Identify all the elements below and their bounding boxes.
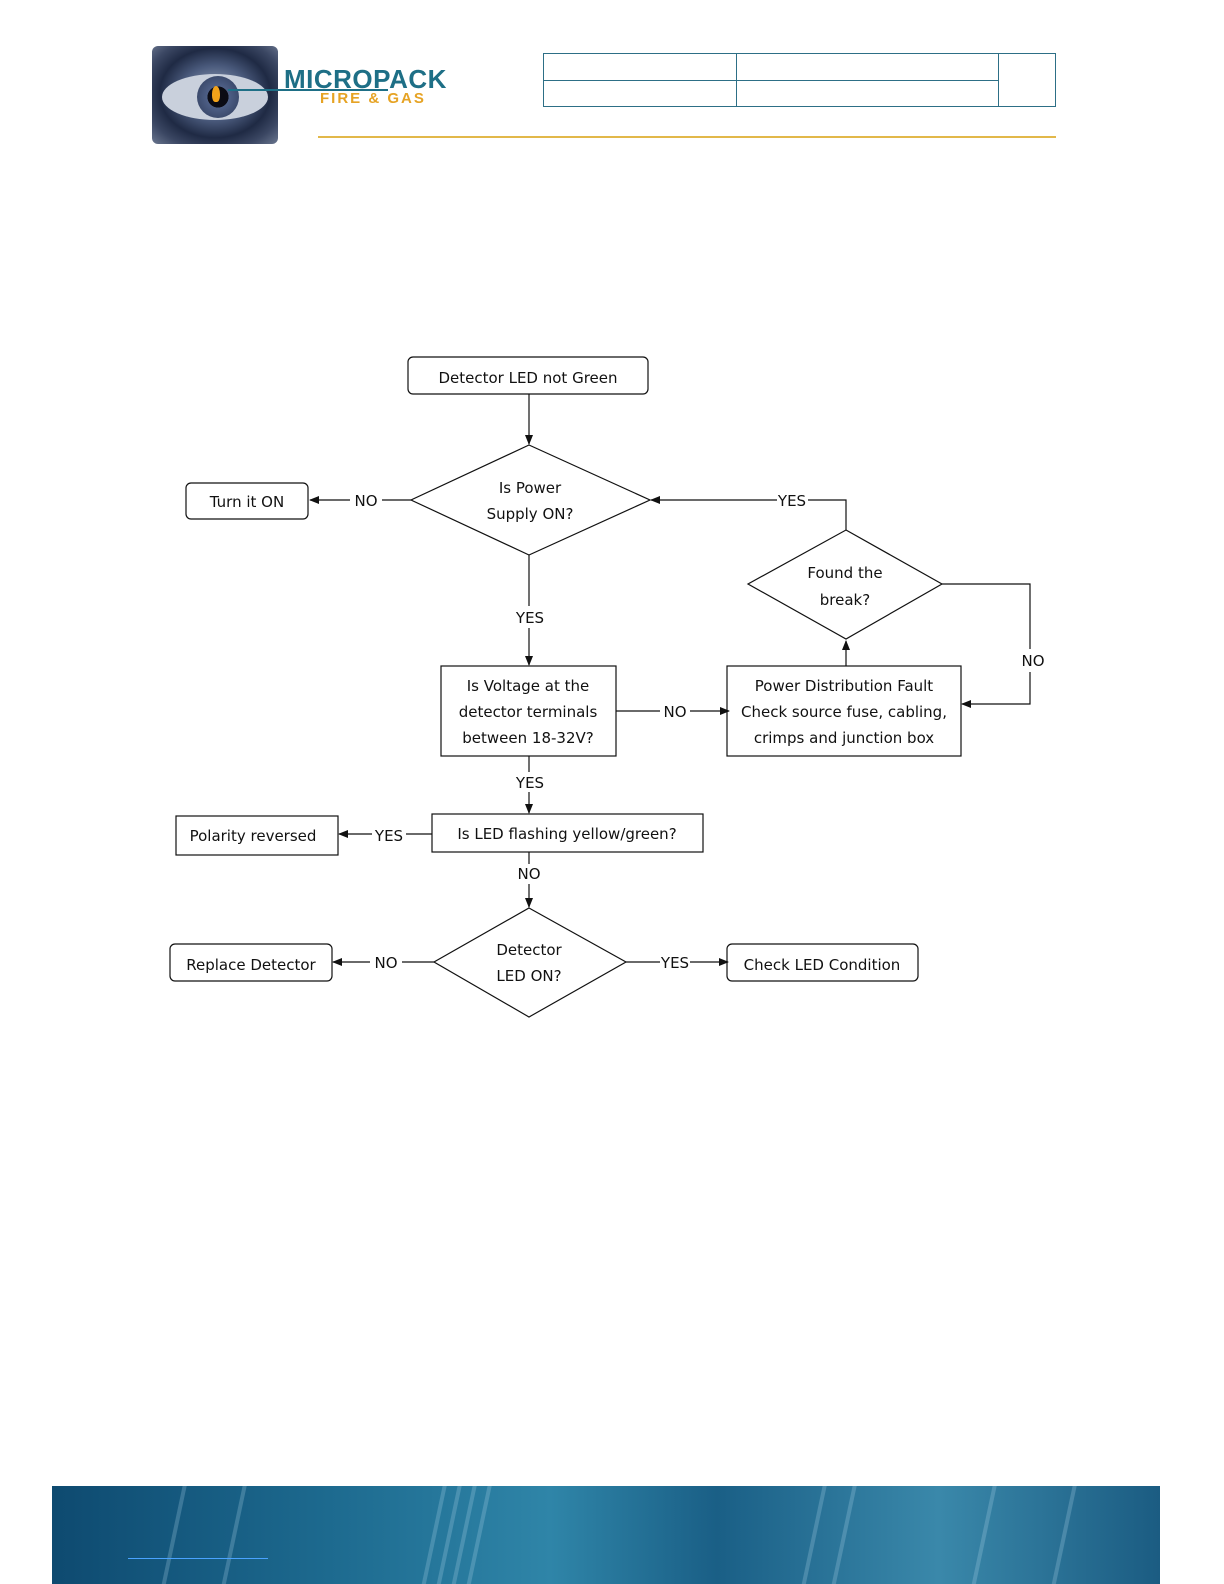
break-question: Found the [807, 564, 882, 582]
led-on-decision [432, 907, 628, 1018]
table-cell [544, 54, 737, 81]
edge-label-yes: YES [515, 774, 544, 792]
power-decision [409, 444, 652, 556]
power-fault-label: Power Distribution Fault [755, 677, 934, 695]
edge-label-no: NO [663, 703, 686, 721]
power-fault-label: crimps and junction box [754, 729, 934, 747]
flashing-question: Is LED flashing yellow/green? [457, 825, 676, 843]
brand-name: MICROPACK [284, 64, 447, 94]
edge-label-no: NO [1021, 652, 1044, 670]
flame-icon [212, 86, 220, 102]
break-decision [746, 529, 944, 640]
connector [942, 583, 1031, 649]
edge-label-yes: YES [660, 954, 689, 972]
led-on-question: LED ON? [496, 967, 561, 985]
edge-label-yes: YES [515, 609, 544, 627]
eye-logo-icon [152, 46, 278, 144]
connector [961, 672, 1031, 708]
footer-banner [52, 1486, 1160, 1584]
edge-label-yes: YES [374, 827, 403, 845]
edge-label-no: NO [374, 954, 397, 972]
replace-label: Replace Detector [186, 956, 316, 974]
table-cell [737, 54, 999, 81]
voltage-question: between 18-32V? [462, 729, 593, 747]
led-on-question: Detector [496, 941, 562, 959]
flashing-decision-box [431, 813, 704, 853]
voltage-decision-box [440, 665, 617, 757]
footer-link[interactable] [128, 1558, 268, 1559]
polarity-label: Polarity reversed [190, 827, 317, 845]
polarity-node [175, 815, 339, 856]
power-question: Supply ON? [487, 505, 574, 523]
check-led-label: Check LED Condition [744, 956, 901, 974]
turn-on-node [185, 482, 309, 520]
connector [808, 499, 847, 530]
turn-on-label: Turn it ON [209, 493, 284, 511]
start-node [407, 356, 649, 395]
power-fault-label: Check source fuse, cabling, [741, 703, 947, 721]
edge-label-no: NO [354, 492, 377, 510]
power-fault-node [726, 665, 962, 757]
document-info-table [543, 53, 1056, 107]
check-led-node [726, 943, 919, 982]
table-cell [544, 81, 737, 106]
break-question: break? [820, 591, 870, 609]
edge-label-yes: YES [777, 492, 806, 510]
micropack-logo: MICROPACK FIRE & GAS [150, 42, 446, 148]
power-question: Is Power [499, 479, 562, 497]
logo-line [228, 89, 388, 91]
edge-label-no: NO [517, 865, 540, 883]
replace-node [169, 943, 333, 982]
start-label: Detector LED not Green [438, 369, 617, 387]
brand-subtitle: FIRE & GAS [320, 90, 426, 107]
voltage-question: detector terminals [459, 703, 598, 721]
table-cell [737, 81, 999, 106]
header-rule [318, 136, 1056, 138]
voltage-question: Is Voltage at the [467, 677, 590, 695]
